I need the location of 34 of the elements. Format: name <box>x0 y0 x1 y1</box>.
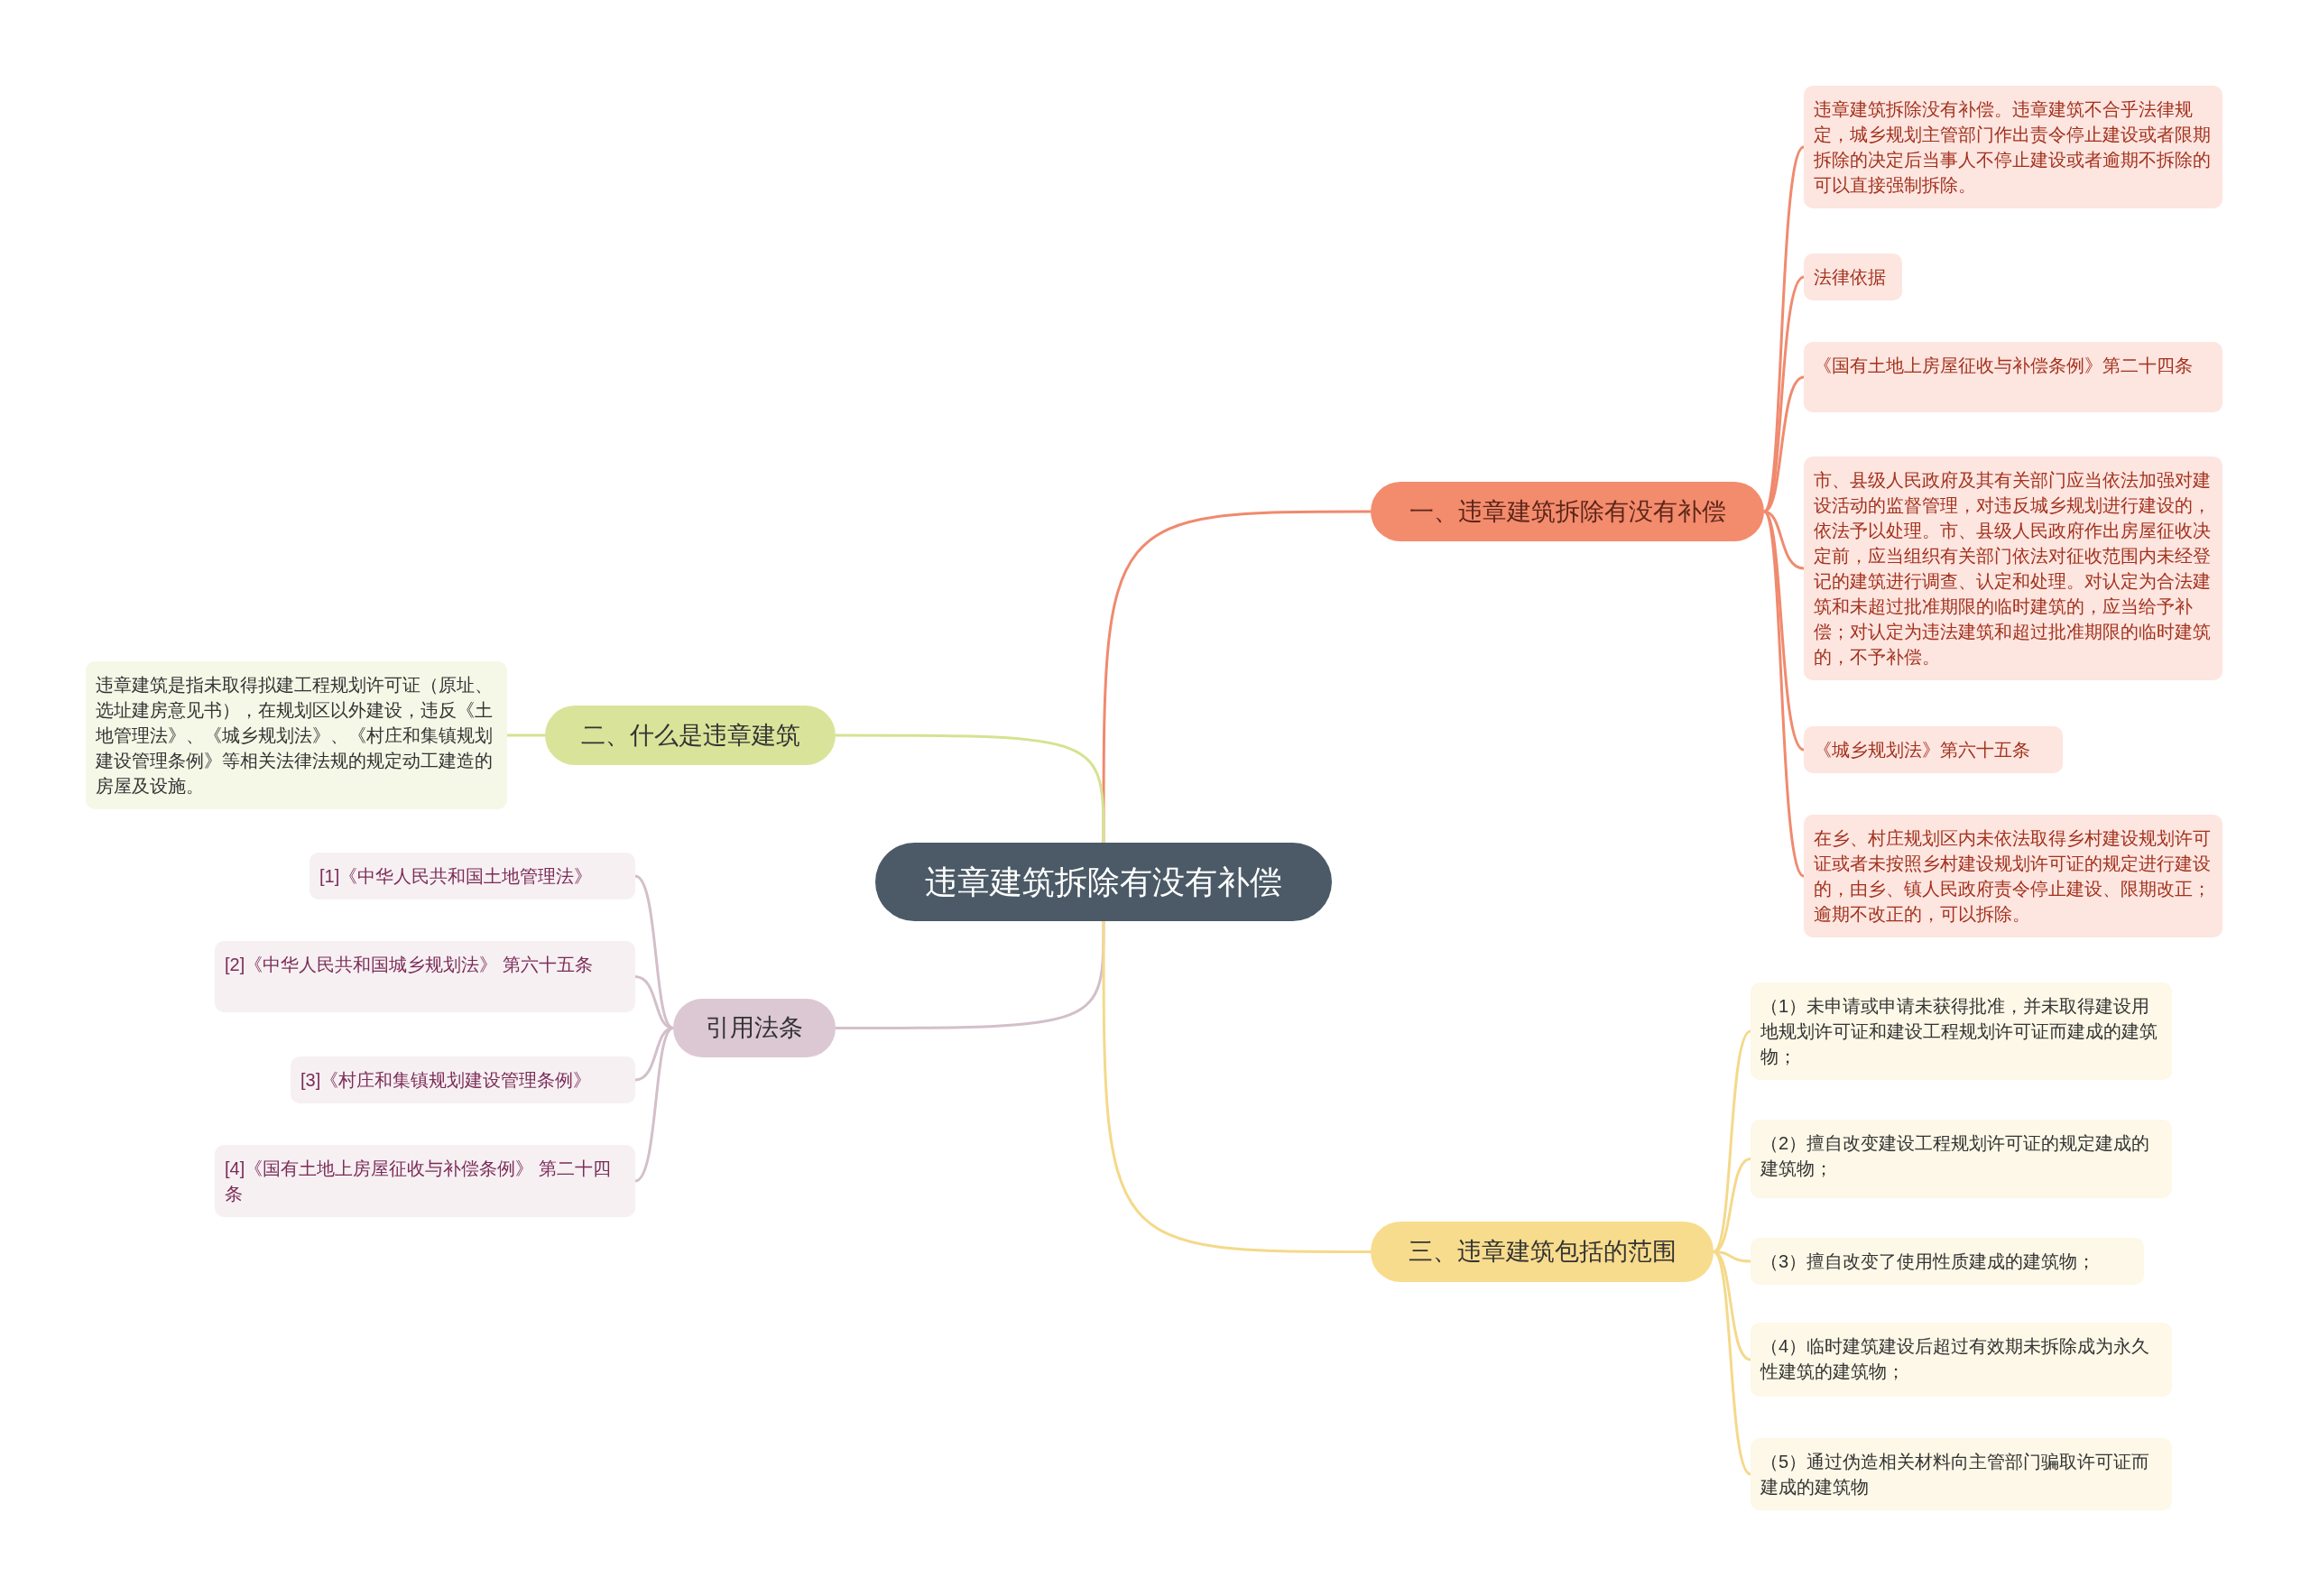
note-card: 《国有土地上房屋征收与补偿条例》第二十四条 <box>1804 342 2222 412</box>
connector-line <box>634 874 674 1029</box>
branch-topic: 引用法条 <box>673 999 836 1057</box>
note-card: （2）擅自改变建设工程规划许可证的规定建成的建筑物； <box>1751 1120 2172 1198</box>
connector-line <box>1102 510 1371 843</box>
branch-topic: 三、违章建筑包括的范围 <box>1371 1222 1714 1282</box>
connector-line <box>1762 146 1806 512</box>
connector-line <box>634 1027 674 1183</box>
connector-line <box>1102 921 1371 1253</box>
note-card: 违章建筑是指未取得拟建工程规划许可证（原址、选址建房意见书），在规划区以外建设，违反《土地管理法》、《城乡规划法》、《村庄和集镇规划建设管理条例》等相关法律法规的规定动工建造的房屋及设施。 <box>86 661 507 809</box>
note-card: 市、县级人民政府及其有关部门应当依法加强对建设活动的监督管理，对违反城乡规划进行建设的，依法予以处理。市、县级人民政府作出房屋征收决定前，应当组织有关部门依法对征收范围内未经登记的建筑进行调查、认定和处理。对认定为合法建筑和未超过批准期限的临时建筑的，应当给予补偿；对认定为违法建筑和超过批准期限的临时建筑的，不予补偿。 <box>1804 457 2222 680</box>
connector-line <box>836 921 1105 1029</box>
note-card: （1）未申请或申请未获得批准，并未取得建设用地规划许可证和建设工程规划许可证而建成的建筑物； <box>1751 983 2172 1080</box>
note-card: （3）擅自改变了使用性质建成的建筑物； <box>1751 1238 2144 1285</box>
branch-topic: 二、什么是违章建筑 <box>545 706 836 765</box>
note-card: [4]《国有土地上房屋征收与补偿条例》 第二十四条 <box>215 1145 635 1217</box>
note-card: 违章建筑拆除没有补偿。违章建筑不合乎法律规定，城乡规划主管部门作出责令停止建设或者限期拆除的决定后当事人不停止建设或者逾期不拆除的可以直接强制拆除。 <box>1804 86 2222 208</box>
connector-line <box>1712 1029 1751 1253</box>
note-card: [3]《村庄和集镇规划建设管理条例》 <box>291 1056 635 1103</box>
note-card: [2]《中华人民共和国城乡规划法》 第六十五条 <box>215 941 635 1012</box>
note-card: [1]《中华人民共和国土地管理法》 <box>310 853 635 899</box>
note-card: （5）通过伪造相关材料向主管部门骗取许可证而建成的建筑物 <box>1751 1438 2172 1510</box>
connector-line <box>836 733 1105 843</box>
connector-line <box>1712 1250 1751 1476</box>
note-card: （4）临时建筑建设后超过有效期未拆除成为永久性建筑的建筑物； <box>1751 1323 2172 1397</box>
note-card: 法律依据 <box>1804 254 1902 300</box>
connector-line <box>634 1027 674 1082</box>
note-card: 《城乡规划法》第六十五条 <box>1804 726 2063 773</box>
note-card: 在乡、村庄规划区内未依法取得乡村建设规划许可证或者未按照乡村建设规划许可证的规定进行建设的，由乡、镇人民政府责令停止建设、限期改正；逾期不改正的，可以拆除。 <box>1804 815 2222 937</box>
branch-topic: 一、违章建筑拆除有没有补偿 <box>1371 482 1764 541</box>
connector-line <box>1713 1158 1751 1253</box>
connector-line <box>507 733 545 737</box>
central-topic: 违章建筑拆除有没有补偿 <box>875 843 1332 921</box>
connector-line <box>1762 511 1806 877</box>
